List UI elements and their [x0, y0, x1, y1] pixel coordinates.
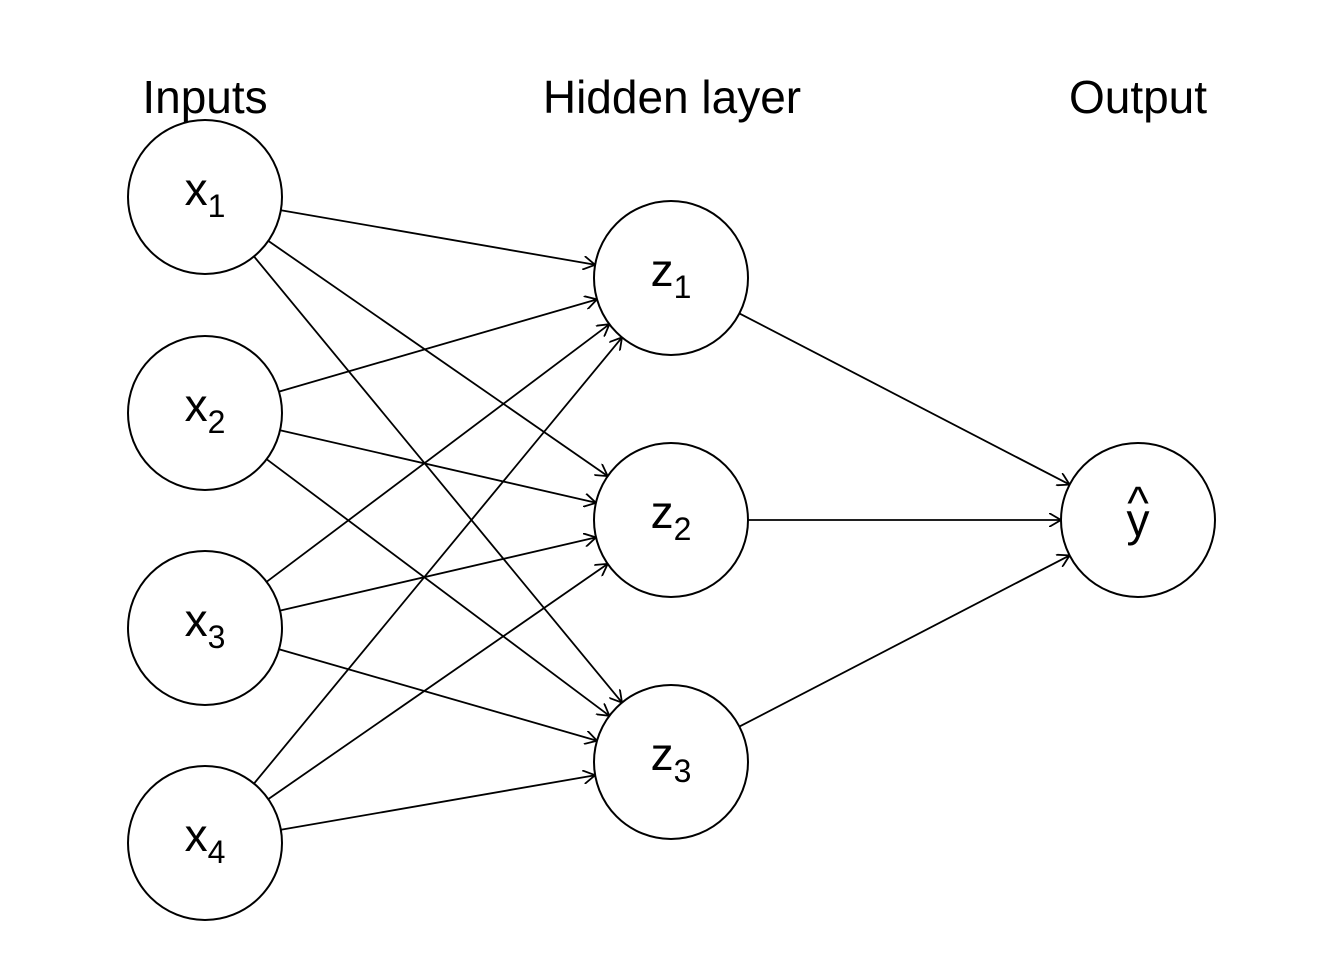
edge-x1-to-z2: [267, 240, 607, 476]
output-layer-title: Output: [1069, 71, 1207, 123]
edge-x1-to-z3: [253, 255, 622, 702]
edge-x4-to-z1: [253, 337, 622, 785]
inputs-layer-title: Inputs: [142, 71, 267, 123]
edge-z3-to-yhat: [738, 555, 1069, 728]
edge-z1-to-yhat: [738, 312, 1069, 484]
node-label-z3: z3: [651, 728, 692, 789]
edge-x2-to-z1: [278, 299, 597, 393]
input-node-x3: x3: [127, 550, 283, 706]
hidden-node-z2: z2: [593, 442, 749, 598]
input-node-x2: x2: [127, 335, 283, 491]
node-label-z2: z2: [651, 486, 692, 547]
edge-x3-to-z3: [278, 648, 597, 740]
hidden-layer-title: Hidden layer: [543, 71, 801, 123]
output-node-yhat: y ^: [1060, 442, 1216, 598]
input-node-x4: x4: [127, 765, 283, 921]
hidden-node-z1: z1: [593, 200, 749, 356]
edge-x2-to-z2: [279, 429, 596, 503]
node-label-x2: x2: [185, 379, 226, 440]
node-label-x1: x1: [185, 163, 226, 224]
edge-x3-to-z1: [266, 324, 610, 583]
node-label-x3: x3: [185, 594, 226, 655]
node-label-z1: z1: [651, 244, 692, 305]
node-label-yhat: y: [1127, 494, 1150, 546]
hidden-node-z3: z3: [593, 684, 749, 840]
hat-accent: ^: [1127, 477, 1149, 529]
input-node-x1: x1: [127, 119, 283, 275]
edges-group: [253, 209, 1070, 831]
edge-x1-to-z1: [280, 209, 595, 265]
edge-x2-to-z3: [266, 458, 610, 716]
edge-x3-to-z2: [279, 537, 596, 612]
edge-x4-to-z3: [280, 775, 595, 831]
node-label-x4: x4: [185, 809, 226, 870]
edge-x4-to-z2: [267, 564, 607, 800]
